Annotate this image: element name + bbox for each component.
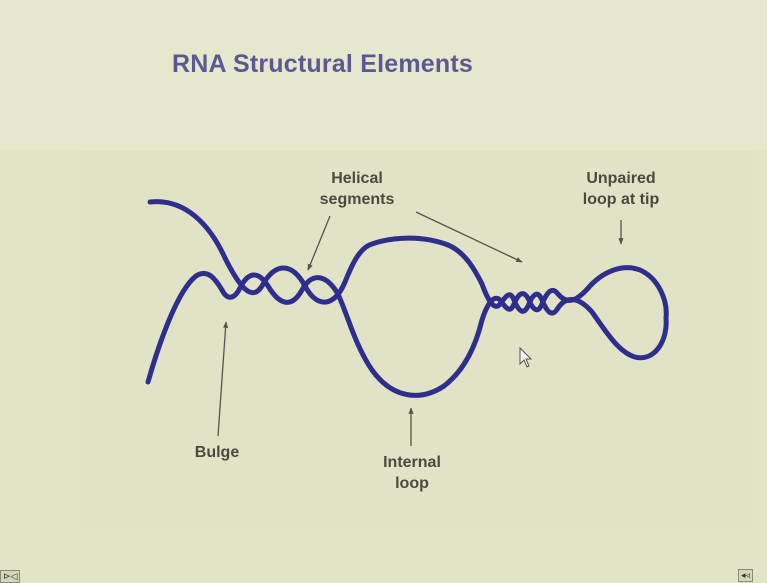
bulge-arrow <box>217 321 229 437</box>
helical-segments-line-2: segments <box>319 191 395 208</box>
rna-strand-lower <box>145 265 669 398</box>
next-slide-button[interactable]: ◂◃ <box>738 569 754 582</box>
rna-strand-upper <box>147 199 669 361</box>
slide-title: RNA Structural Elements <box>172 50 473 78</box>
annotation-arrows <box>217 211 624 446</box>
bulge-line-1: Bulge <box>194 444 240 461</box>
mouse-cursor-icon <box>519 346 533 368</box>
unpaired-loop-line-2: loop at tip <box>582 191 660 208</box>
internal-loop-line-2: loop <box>395 475 429 492</box>
helical-arrow-right <box>415 211 523 263</box>
slide-header-area <box>0 0 767 150</box>
previous-slide-button[interactable]: ⊳◁ <box>0 570 21 583</box>
internal-loop-label: Internal loop <box>360 452 464 494</box>
helical-segments-label: Helical segments <box>302 168 412 210</box>
internal-loop-line-1: Internal <box>383 454 441 471</box>
rna-strands <box>145 199 669 398</box>
unpaired-loop-line-1: Unpaired <box>586 170 656 187</box>
helical-segments-line-1: Helical <box>331 170 383 187</box>
unpaired-loop-label: Unpaired loop at tip <box>560 168 682 210</box>
helical-arrow-left <box>307 215 331 271</box>
bulge-label: Bulge <box>182 442 252 463</box>
